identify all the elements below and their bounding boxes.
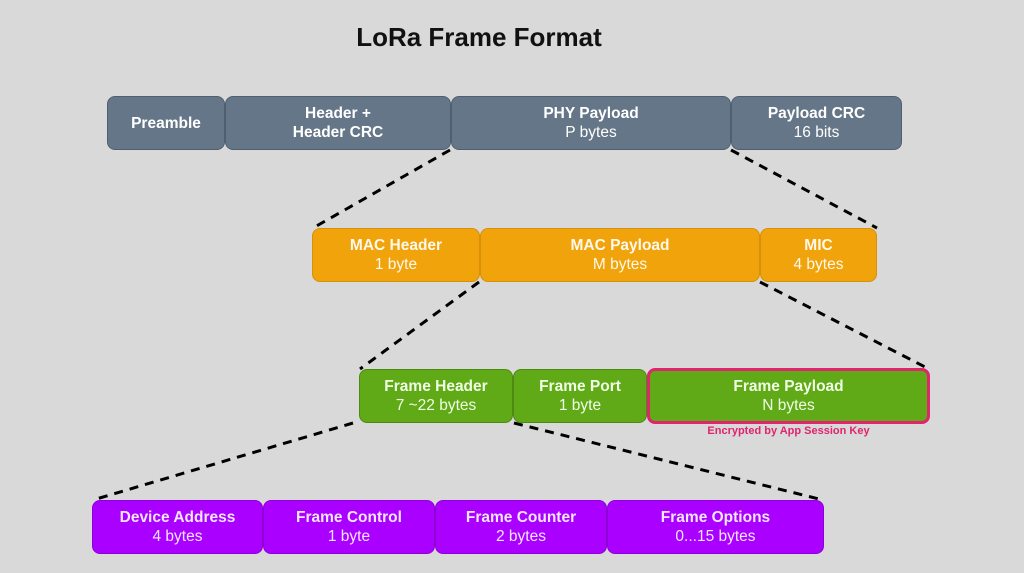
diagram-title: LoRa Frame Format (356, 22, 602, 52)
device-address-block: Device Address 4 bytes (92, 500, 263, 554)
frame-options-block: Frame Options 0...15 bytes (607, 500, 824, 554)
block-size: 1 byte (374, 256, 418, 273)
frame-port-block: Frame Port 1 byte (513, 369, 647, 423)
mac-payload-right-expansion-line (759, 280, 930, 371)
mac-header-block: MAC Header 1 byte (312, 228, 480, 282)
block-size: M bytes (592, 256, 648, 273)
block-name: MAC Payload (570, 237, 670, 254)
preamble-block: Preamble (107, 96, 225, 150)
frame-header-right-expansion-line (513, 421, 824, 502)
block-size: 1 byte (558, 397, 602, 414)
block-size: 1 byte (327, 528, 371, 545)
block-name: Frame Counter (465, 509, 577, 526)
frame-header-left-expansion-line (92, 421, 354, 502)
header-crc-block: Header + Header CRC (225, 96, 451, 150)
mic-block: MIC 4 bytes (760, 228, 877, 282)
block-name: PHY Payload (543, 105, 639, 122)
block-name: Frame Port (539, 378, 621, 395)
frame-control-block: Frame Control 1 byte (263, 500, 435, 554)
block-name-line2: Header CRC (292, 124, 384, 141)
block-name: MAC Header (349, 237, 443, 254)
block-size: 0...15 bytes (675, 528, 756, 545)
encryption-note: Encrypted by App Session Key (707, 425, 870, 437)
block-size: 4 bytes (793, 256, 844, 273)
block-name: Frame Control (296, 509, 402, 526)
phy-payload-block: PHY Payload P bytes (451, 96, 731, 150)
mac-payload-left-expansion-line (359, 280, 480, 371)
block-size: N bytes (762, 397, 815, 414)
frame-counter-block: Frame Counter 2 bytes (435, 500, 607, 554)
block-size: 2 bytes (496, 528, 546, 545)
payload-crc-block: Payload CRC 16 bits (731, 96, 902, 150)
block-name: Device Address (119, 509, 236, 526)
block-size: P bytes (565, 124, 617, 141)
block-name: Frame Header (384, 378, 488, 395)
phy-payload-right-expansion-line (730, 148, 878, 230)
mac-payload-block: MAC Payload M bytes (480, 228, 760, 282)
block-name: Payload CRC (767, 105, 866, 122)
block-name: Frame Payload (733, 378, 844, 395)
block-size: 7 ~22 bytes (395, 397, 477, 414)
frame-header-block: Frame Header 7 ~22 bytes (359, 369, 513, 423)
block-name: MIC (804, 237, 833, 254)
phy-payload-left-expansion-line (312, 148, 451, 230)
block-name: Header + (305, 105, 371, 122)
block-size: 4 bytes (152, 528, 203, 545)
block-name: Frame Options (660, 509, 771, 526)
block-size: 16 bits (793, 124, 840, 141)
block-name: Preamble (131, 114, 201, 132)
frame-payload-block: Frame Payload N bytes (647, 368, 930, 424)
